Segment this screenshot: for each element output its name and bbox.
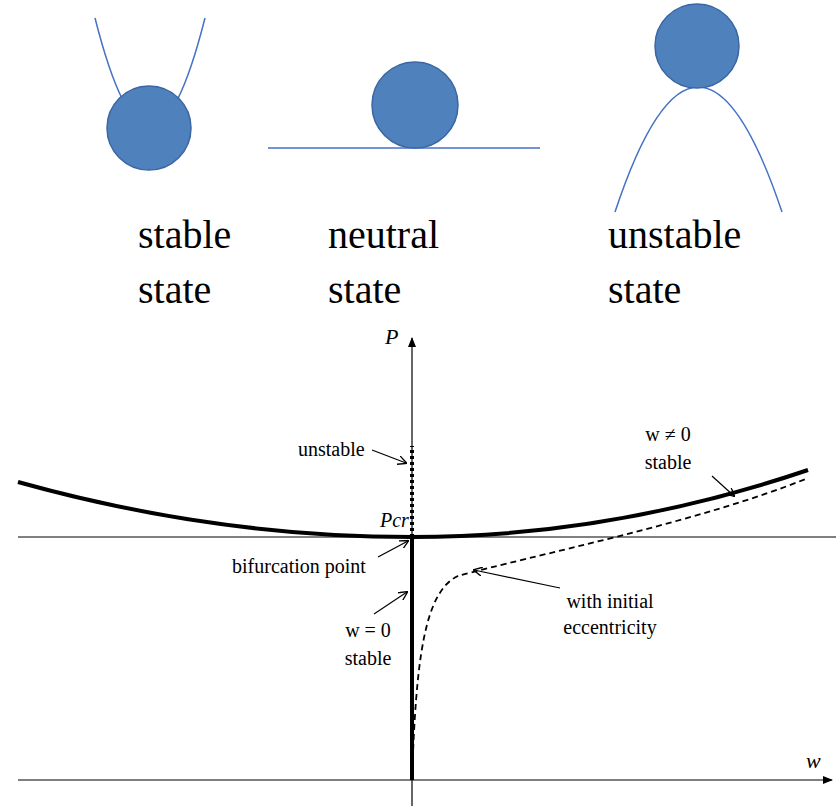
curve-label: unstable [298,437,365,461]
leader-arrow [712,476,734,496]
p-axis [411,338,412,806]
leader-arrow [474,570,560,588]
postbuckling-path [18,470,808,537]
state-label: stable state [138,207,308,317]
curve-label: w ≠ 0 stable [628,420,708,476]
ball [655,4,739,88]
imperfect-path [412,478,808,780]
axis-label: w [806,748,821,774]
leader-arrow [378,541,408,557]
leader-arrow [372,450,406,463]
flat-surface [268,147,540,149]
curve-label: bifurcation point [232,554,366,578]
w-axis [18,779,832,780]
ball [107,86,191,170]
axis-label: P [385,324,398,350]
critical-load-label: Pcr [380,508,409,532]
bifurcation-dot [409,534,415,540]
trivial-unstable-path [410,446,414,537]
ball [372,62,458,148]
curve-label: with initial eccentricity [545,588,675,640]
hill-surface [615,87,782,212]
state-label: neutral state [328,207,498,317]
leader-arrow [374,592,407,614]
state-label: unstable state [608,207,778,317]
curve-label: w = 0 stable [330,616,406,672]
trivial-stable-path [410,537,414,780]
